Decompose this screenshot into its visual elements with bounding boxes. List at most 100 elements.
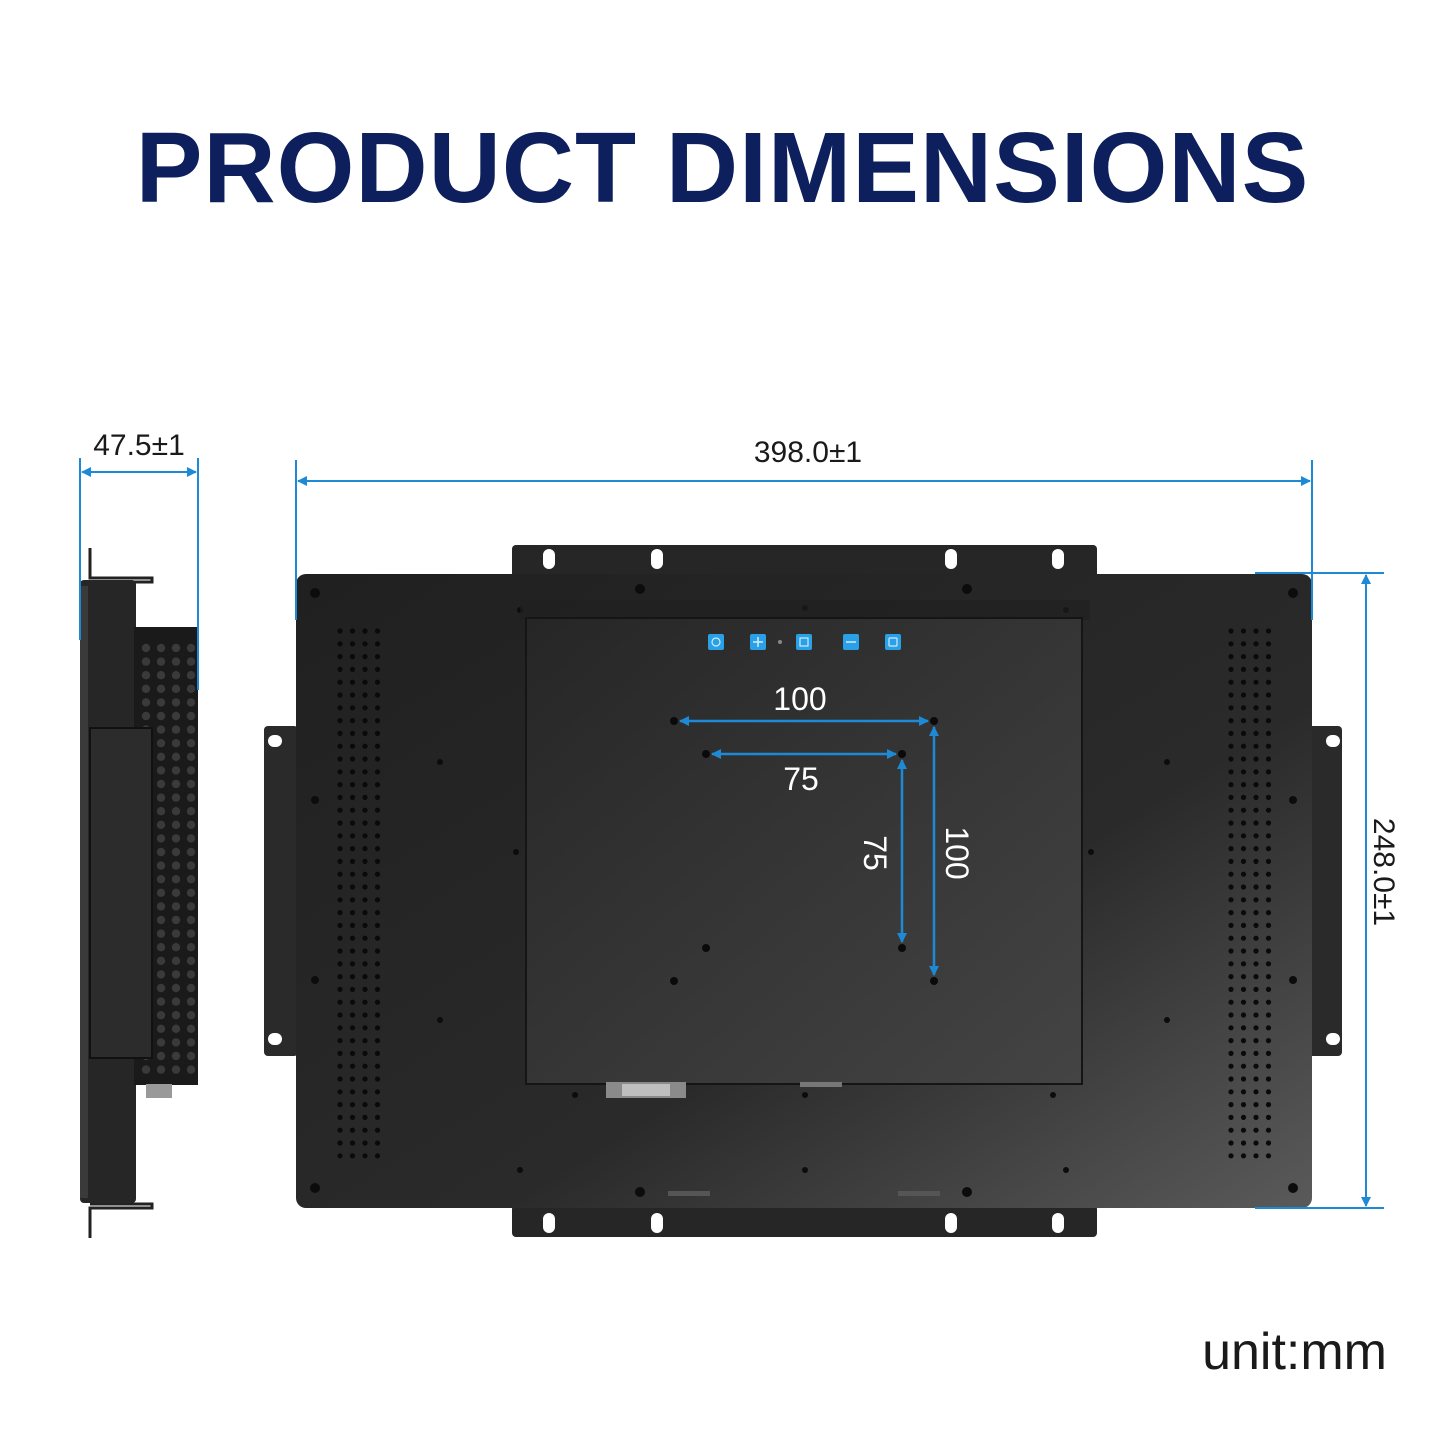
vent-hole xyxy=(349,922,356,929)
vent-hole xyxy=(1265,1153,1272,1159)
vent-hole xyxy=(156,725,166,734)
vent-hole xyxy=(1265,769,1272,775)
vent-hole xyxy=(171,1024,181,1034)
vent-hole xyxy=(156,861,166,870)
vent-hole xyxy=(362,1076,368,1082)
side-view xyxy=(80,548,198,1238)
vent-hole xyxy=(156,983,166,993)
vent-hole xyxy=(186,725,196,734)
vent-hole xyxy=(1228,1140,1234,1146)
vent-hole xyxy=(362,1089,368,1095)
vent-hole xyxy=(349,1063,356,1069)
vent-hole xyxy=(374,1089,381,1095)
vent-hole xyxy=(1240,718,1247,724)
vent-hole xyxy=(1228,1089,1234,1095)
vent-hole xyxy=(141,657,151,666)
rear-view: 100 75 100 75 xyxy=(264,545,1342,1237)
vent-hole xyxy=(1240,807,1247,813)
vent-hole xyxy=(1240,999,1247,1005)
vent-hole xyxy=(1228,769,1234,775)
vent-hole xyxy=(1240,1114,1247,1120)
vent-hole xyxy=(1253,846,1259,852)
vent-hole xyxy=(1228,1076,1234,1082)
vent-hole xyxy=(374,794,381,801)
vent-hole xyxy=(349,1127,356,1133)
vent-hole xyxy=(349,743,356,749)
vent-hole xyxy=(1240,1140,1247,1146)
vent-hole xyxy=(171,671,181,680)
vent-hole xyxy=(349,974,356,980)
vent-hole xyxy=(156,711,166,721)
vent-hole xyxy=(374,986,381,993)
vent-hole xyxy=(171,956,181,965)
vent-hole xyxy=(1265,986,1272,993)
vent-hole xyxy=(362,1127,368,1133)
vent-hole xyxy=(1240,820,1247,826)
vent-hole xyxy=(337,1089,343,1095)
vent-hole xyxy=(374,833,381,839)
vent-hole xyxy=(1228,807,1234,813)
vent-hole xyxy=(171,1011,181,1020)
vent-hole xyxy=(1228,692,1234,698)
vent-hole xyxy=(337,858,343,865)
vent-hole xyxy=(374,666,381,673)
vent-hole xyxy=(349,679,356,685)
vent-hole xyxy=(1265,1038,1272,1044)
vent-hole xyxy=(156,834,166,843)
vent-hole xyxy=(1265,1063,1272,1069)
vent-hole xyxy=(156,1038,166,1047)
vent-hole xyxy=(349,820,356,826)
vent-hole xyxy=(362,871,368,877)
vent-hole xyxy=(374,1050,381,1056)
vent-hole xyxy=(374,948,381,954)
vent-hole xyxy=(156,1011,166,1020)
vent-hole xyxy=(374,846,381,852)
vent-hole xyxy=(171,888,181,897)
vent-hole xyxy=(1228,846,1234,852)
vent-hole xyxy=(1228,1063,1234,1069)
vent-hole xyxy=(362,628,368,634)
vent-hole xyxy=(337,1063,343,1069)
vent-hole xyxy=(349,935,356,941)
vent-hole xyxy=(349,628,356,634)
vent-hole xyxy=(1240,1076,1247,1082)
vent-hole xyxy=(156,888,166,897)
vent-hole xyxy=(374,910,381,916)
vent-hole xyxy=(1240,910,1247,916)
vent-hole xyxy=(374,641,381,647)
vent-hole xyxy=(337,679,343,685)
vent-hole xyxy=(337,1140,343,1146)
vent-hole xyxy=(362,1025,368,1031)
vent-hole xyxy=(374,922,381,929)
page-title: PRODUCT DIMENSIONS xyxy=(135,112,1310,224)
vesa-100-vertical-label: 100 xyxy=(939,826,975,879)
vent-hole xyxy=(349,884,356,890)
vent-hole xyxy=(349,641,356,647)
vent-hole xyxy=(1265,935,1272,941)
vent-hole xyxy=(1228,1102,1234,1108)
vent-hole xyxy=(337,846,343,852)
vent-hole xyxy=(374,961,381,967)
vent-hole xyxy=(337,807,343,813)
vesa-100-horizontal-label: 100 xyxy=(773,681,826,717)
vent-hole xyxy=(1253,769,1259,775)
vent-hole xyxy=(1265,666,1272,673)
vent-hole xyxy=(1253,910,1259,916)
vent-hole xyxy=(1228,743,1234,749)
vent-hole xyxy=(349,910,356,916)
vent-hole xyxy=(1265,1102,1272,1108)
vent-hole xyxy=(1228,730,1234,737)
vent-hole xyxy=(1240,897,1247,903)
vent-hole xyxy=(1240,1127,1247,1133)
vent-hole xyxy=(1240,833,1247,839)
vent-hole xyxy=(1240,641,1247,647)
vent-hole xyxy=(1240,935,1247,941)
vent-hole xyxy=(186,888,196,897)
vent-hole xyxy=(1240,1025,1247,1031)
vent-hole xyxy=(374,974,381,980)
minus-icon xyxy=(843,634,859,650)
vent-hole xyxy=(171,752,181,761)
auto-icon xyxy=(885,634,901,650)
vent-hole xyxy=(362,1114,368,1120)
vent-hole xyxy=(362,782,368,788)
